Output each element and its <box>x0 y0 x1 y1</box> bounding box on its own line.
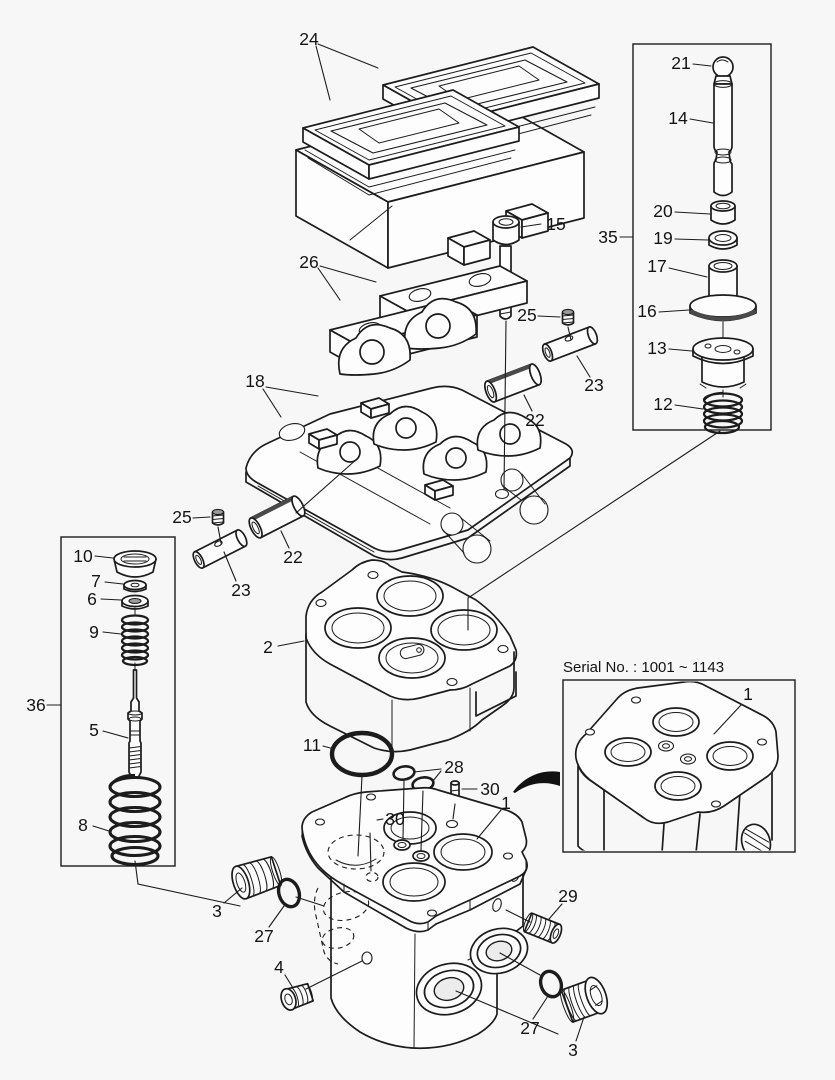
callout-23-left: 23 <box>231 580 250 600</box>
part-13-spring-seat <box>692 337 754 398</box>
callout-21: 21 <box>671 53 690 73</box>
callout-30-right: 30 <box>480 779 500 799</box>
serial-inset-border <box>562 679 796 853</box>
inset-callout-leader <box>713 704 742 735</box>
callout-13: 13 <box>647 338 666 358</box>
callout-6: 6 <box>87 589 97 609</box>
part-22-bushing-right <box>483 363 543 403</box>
part-18-mounting-plate <box>245 385 574 564</box>
detail-box-35 <box>632 43 772 435</box>
callout-28: 28 <box>444 757 463 777</box>
callout-15: 15 <box>546 214 565 234</box>
serial-caption: Serial No. : 1001 ~ 1143 <box>563 659 724 676</box>
part-1-valve-body <box>301 786 529 1050</box>
part-18-rocker-cams <box>337 297 477 376</box>
callout-17: 17 <box>647 256 666 276</box>
callout-20: 20 <box>653 201 673 221</box>
callout-27-right: 27 <box>520 1018 539 1038</box>
callout-24: 24 <box>299 29 319 49</box>
guide-lines <box>134 320 721 1035</box>
callout-25-left: 25 <box>172 507 191 527</box>
callout-29: 29 <box>558 886 577 906</box>
part-29-plug <box>522 912 563 944</box>
callout-8: 8 <box>78 815 88 835</box>
part-5-spool <box>127 669 143 779</box>
callout-3-right: 3 <box>568 1040 578 1060</box>
callout-35: 35 <box>598 227 617 247</box>
part-25-set-screw-right <box>561 308 575 326</box>
callout-25-right: 25 <box>517 305 536 325</box>
leader-lines <box>46 43 714 1042</box>
callout-26: 26 <box>299 252 318 272</box>
reference-arrow-icon <box>513 771 560 793</box>
callout-2: 2 <box>263 637 273 657</box>
part-11-o-ring <box>329 730 395 778</box>
part-17-plunger <box>708 259 738 303</box>
callout-labels: 24 15 35 21 14 20 19 17 16 13 12 26 25 2… <box>26 29 690 1060</box>
part-6-seal <box>121 594 149 610</box>
callout-9: 9 <box>89 622 99 642</box>
callout-1-inset: 1 <box>743 684 753 704</box>
part-10-cap <box>113 550 157 578</box>
part-7-washer <box>123 579 147 593</box>
callout-4: 4 <box>274 957 284 977</box>
part-20-collar <box>710 200 736 225</box>
part-22-bushing-left <box>248 495 306 539</box>
part-21-ball <box>712 56 734 78</box>
part-9-spring <box>120 614 150 667</box>
callout-12: 12 <box>653 394 672 414</box>
callout-5: 5 <box>89 720 99 740</box>
part-8-spring <box>108 773 162 867</box>
callout-22-left: 22 <box>283 547 302 567</box>
part-12-spring <box>702 391 744 435</box>
callout-22-right: 22 <box>525 410 544 430</box>
callout-10: 10 <box>73 546 93 566</box>
callout-23-right: 23 <box>584 375 603 395</box>
part-27-o-ring-left <box>276 877 302 909</box>
callout-36: 36 <box>26 695 45 715</box>
part-2-valve-housing-top <box>305 559 518 753</box>
serial-inset: Serial No. : 1001 ~ 1143 <box>562 659 796 853</box>
callout-30-left: 30 <box>385 809 405 829</box>
part-16-flange-seat <box>689 294 757 339</box>
serial-inset-drawing <box>574 681 779 851</box>
part-23-pin-right <box>541 326 599 362</box>
part-27-o-ring-right <box>538 969 564 999</box>
callout-16: 16 <box>637 301 656 321</box>
detail-box-36 <box>60 536 176 867</box>
part-14-push-rod <box>713 75 733 197</box>
part-19-seal-ring <box>708 230 738 250</box>
callout-11: 11 <box>303 735 321 755</box>
callout-3-left: 3 <box>212 901 222 921</box>
part-4-set-screw <box>280 982 315 1011</box>
callout-27-left: 27 <box>254 926 273 946</box>
detail-box-36-border <box>60 536 176 867</box>
callout-7: 7 <box>91 571 101 591</box>
part-3-plug-left <box>231 856 283 900</box>
callout-19: 19 <box>653 228 672 248</box>
part-24-boot-covers <box>295 46 600 269</box>
callout-1-main: 1 <box>501 793 511 813</box>
callout-18: 18 <box>245 371 264 391</box>
callout-14: 14 <box>668 108 688 128</box>
part-23-pin-left <box>192 529 248 569</box>
part-3-plug-right <box>559 976 609 1023</box>
part-25-set-screw-left <box>211 508 225 526</box>
